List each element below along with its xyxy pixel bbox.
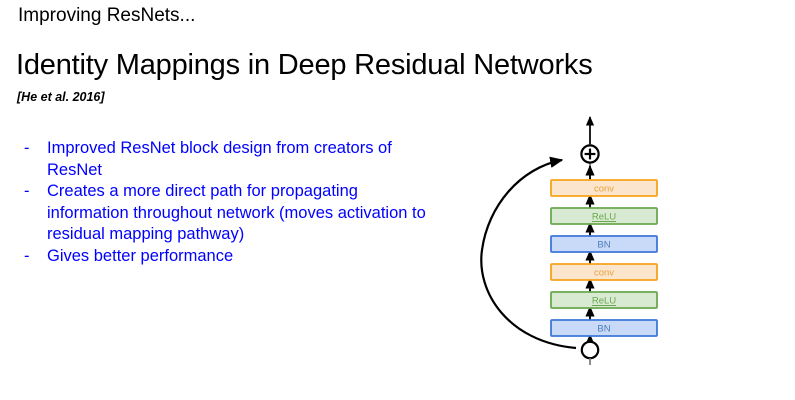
block-conv-lower: conv [550,263,658,281]
residual-block-diagram: conv ReLU BN conv ReLU [462,110,712,365]
bullet-marker: - [24,182,30,200]
block-bn-upper: BN [550,235,658,253]
block-label: conv [594,183,614,194]
bullet-text: Creates a more direct path for propagati… [47,182,426,243]
block-relu-lower: ReLU [550,291,658,309]
list-item: - Improved ResNet block design from crea… [24,138,434,181]
block-label: ReLU [592,295,616,306]
skip-connection-arc [480,156,577,350]
page-title: Identity Mappings in Deep Residual Netwo… [16,49,593,81]
bullet-text: Gives better performance [47,246,234,265]
bullet-marker: - [24,139,30,157]
list-item: - Creates a more direct path for propaga… [24,181,434,246]
addition-node-icon [580,144,600,164]
bullet-list: - Improved ResNet block design from crea… [24,138,434,267]
block-bn-lower: BN [550,319,658,337]
list-item: - Gives better performance [24,246,434,268]
bullet-marker: - [24,246,30,265]
block-relu-upper: ReLU [550,207,658,225]
block-label: ReLU [592,211,616,222]
block-label: conv [594,267,614,278]
slide-kicker: Improving ResNets... [18,5,196,26]
block-label: BN [597,323,610,334]
block-conv-top: conv [550,179,658,197]
citation-reference: [He et al. 2016] [17,90,105,104]
split-node-icon [580,340,600,360]
block-label: BN [597,239,610,250]
bullet-text: Improved ResNet block design from creato… [47,139,392,179]
